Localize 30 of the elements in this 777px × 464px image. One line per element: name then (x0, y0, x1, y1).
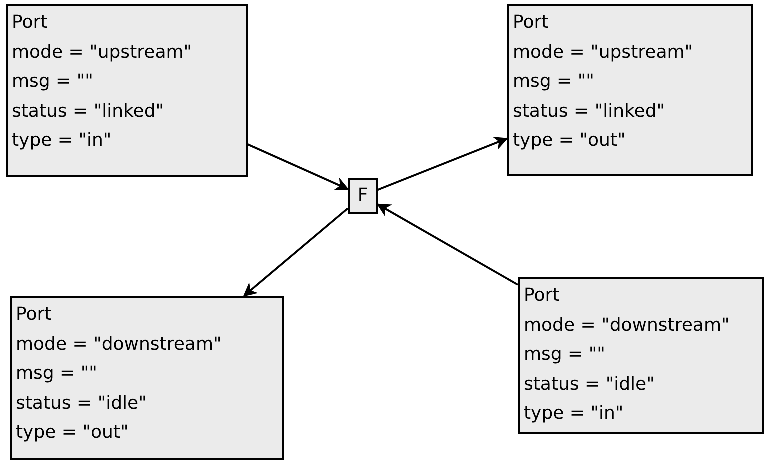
attribute-text: msg = "" (524, 343, 606, 367)
arrow (378, 136, 508, 191)
arrow (248, 144, 350, 191)
attribute-text: type = "in" (12, 129, 113, 153)
node-title: Port (524, 284, 561, 308)
attribute-text: type = "out" (513, 129, 627, 153)
port-box (507, 4, 753, 176)
attribute-text: mode = "downstream" (524, 314, 731, 338)
attribute-text: msg = "" (513, 70, 596, 94)
attribute-text: status = "linked" (513, 100, 666, 124)
attribute-text: mode = "downstream" (16, 332, 223, 356)
node-title: Port (513, 11, 550, 35)
node-title: Port (12, 11, 49, 35)
port-box (10, 296, 284, 460)
attribute-text: mode = "upstream" (12, 40, 194, 64)
process-box (348, 178, 378, 214)
port-box (518, 277, 764, 434)
arrow (243, 208, 349, 297)
attribute-text: status = "idle" (524, 372, 656, 396)
attribute-text: type = "in" (524, 402, 625, 426)
attribute-text: mode = "upstream" (513, 40, 694, 64)
attribute-text: msg = "" (16, 362, 98, 386)
attribute-text: status = "idle" (16, 392, 148, 416)
attribute-text: msg = "" (12, 70, 94, 94)
attribute-text: status = "linked" (12, 100, 166, 124)
node-title: F (358, 184, 368, 208)
arrow (376, 204, 518, 286)
node-title: Port (16, 303, 53, 327)
attribute-text: type = "out" (16, 421, 130, 445)
port-box (6, 4, 248, 177)
